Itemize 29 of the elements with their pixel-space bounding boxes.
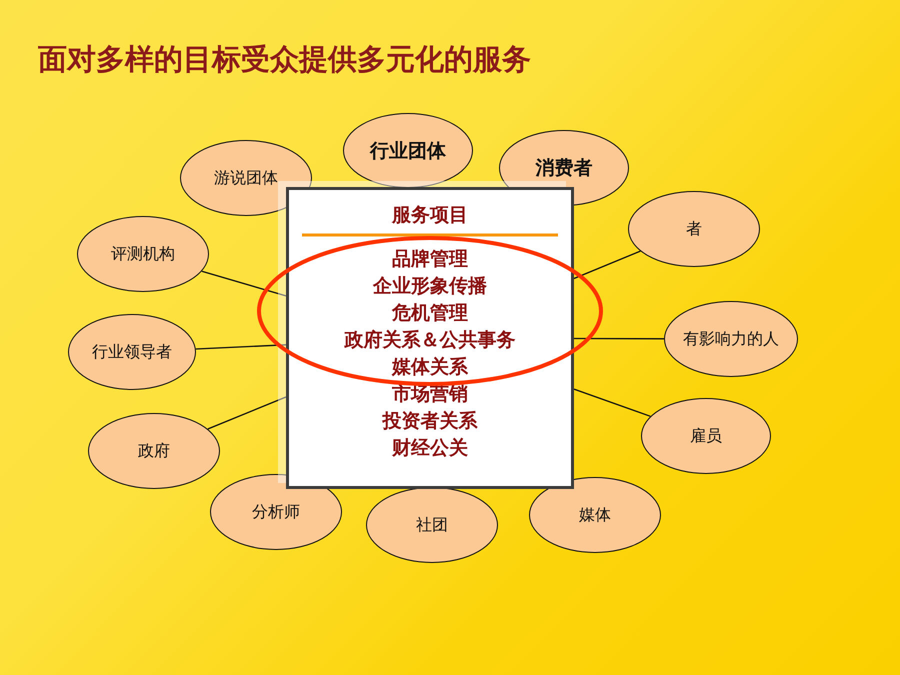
connector-line bbox=[574, 250, 641, 280]
service-item: 投资者关系 bbox=[382, 409, 478, 434]
connector-line bbox=[196, 344, 286, 350]
connector-line bbox=[208, 396, 286, 430]
audience-label: 者 bbox=[686, 218, 702, 240]
audience-label: 评测机构 bbox=[111, 244, 175, 264]
audience-label: 媒体 bbox=[579, 504, 611, 526]
service-item: 企业形象传播 bbox=[373, 274, 487, 299]
slide-title: 面对多样的目标受众提供多元化的服务 bbox=[38, 41, 531, 78]
service-item: 市场营销 bbox=[392, 382, 468, 407]
audience-label: 有影响力的人 bbox=[683, 328, 779, 350]
audience-label: 行业领导者 bbox=[92, 342, 172, 362]
connector-line bbox=[574, 388, 651, 417]
audience-label: 分析师 bbox=[252, 502, 300, 522]
audience-label: 政府 bbox=[138, 440, 170, 462]
audience-label: 游说团体 bbox=[214, 168, 278, 188]
audience-label: 雇员 bbox=[690, 426, 722, 446]
connector-line bbox=[574, 338, 664, 340]
panel-heading: 服务项目 bbox=[392, 203, 468, 228]
audience-label: 消费者 bbox=[536, 156, 592, 181]
service-item: 品牌管理 bbox=[392, 247, 468, 272]
service-item: 政府关系＆公共事务 bbox=[344, 328, 516, 353]
audience-label: 社团 bbox=[416, 514, 448, 536]
service-item: 财经公关 bbox=[392, 436, 468, 461]
audience-label: 行业团体 bbox=[370, 138, 446, 164]
service-panel bbox=[286, 187, 574, 489]
connector-line bbox=[202, 270, 286, 297]
service-item: 危机管理 bbox=[392, 301, 468, 326]
service-item: 媒体关系 bbox=[392, 355, 468, 380]
